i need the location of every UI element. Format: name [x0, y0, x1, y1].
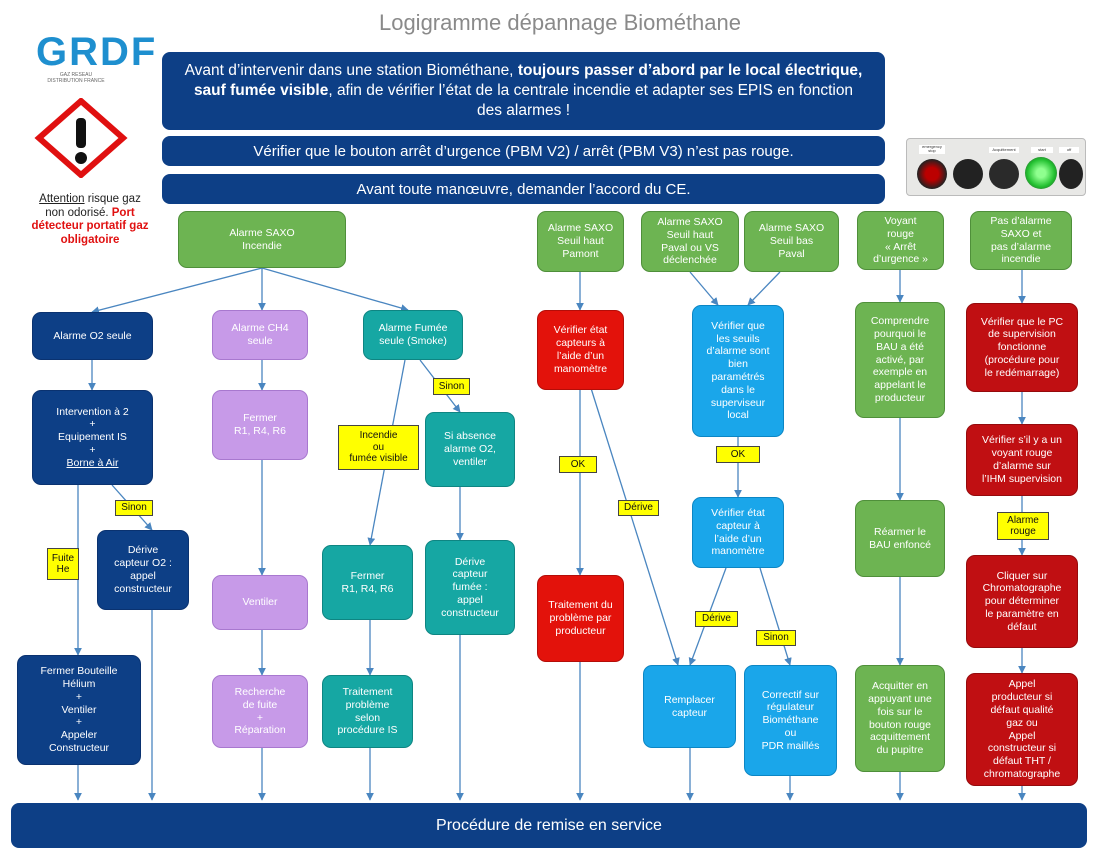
fermer-r1-ch4-node: Fermer R1, R4, R6 [212, 390, 308, 460]
label-ok-amont: OK [559, 456, 597, 473]
rearmer-bau-node: Réarmer le BAU enfoncé [855, 500, 945, 577]
warning-text: Attention risque gaz non odorisé. Port d… [30, 193, 150, 247]
voyant-arret-urgence-node: Voyant rouge « Arrêt d’urgence » [857, 211, 944, 270]
label-derive-paval: Dérive [695, 611, 738, 627]
pas-alarme-node: Pas d’alarme SAXO et pas d’alarme incend… [970, 211, 1072, 270]
verifier-pc-node: Vérifier que le PC de supervision foncti… [966, 303, 1078, 392]
intervention-node: Intervention à 2 + Equipement IS + Borne… [32, 390, 153, 485]
banner-remise-service: Procédure de remise en service [11, 803, 1087, 848]
verifier-voyant-node: Vérifier s’il y a un voyant rouge d’alar… [966, 424, 1078, 496]
panel-button-red [917, 159, 947, 189]
banner-intro: Avant d’intervenir dans une station Biom… [162, 52, 885, 130]
label-sinon-fumee: Sinon [433, 378, 470, 395]
remplacer-capteur-node: Remplacer capteur [643, 665, 736, 748]
borne-air-text: Borne à Air [66, 456, 119, 469]
warning-attention: Attention [39, 193, 85, 205]
warning-emphasis: Port détecteur portatif gaz obligatoire [31, 206, 149, 246]
alarm-ch4-node: Alarme CH4 seule [212, 310, 308, 360]
panel-button-green [1025, 157, 1057, 189]
verifier-capteurs-node: Vérifier état capteurs à l’aide d’un man… [537, 310, 624, 390]
panel-label-5: off [1059, 147, 1079, 153]
banner-agreement: Avant toute manœuvre, demander l’accord … [162, 174, 885, 204]
intervention-text: Intervention à 2 + Equipement IS + [56, 405, 129, 456]
si-absence-node: Si absence alarme O2, ventiler [425, 412, 515, 487]
alarm-saxo-incendie-node: Alarme SAXO Incendie [178, 211, 346, 268]
ventiler-node: Ventiler [212, 575, 308, 630]
fermer-r1-fumee-node: Fermer R1, R4, R6 [322, 545, 413, 620]
correctif-node: Correctif sur régulateur Biométhane ou P… [744, 665, 837, 776]
appel-producteur-node: Appel producteur si défaut qualité gaz o… [966, 673, 1078, 786]
alarm-seuil-amont-node: Alarme SAXO Seuil haut Pamont [537, 211, 624, 272]
derive-o2-node: Dérive capteur O2 : appel constructeur [97, 530, 189, 610]
warning-attention-rest: risque gaz non odorisé. [45, 193, 141, 219]
grdf-logo-subtitle: GAZ RESEAU DISTRIBUTION FRANCE [47, 72, 105, 84]
panel-label-4: start [1031, 147, 1053, 153]
label-incendie-visible: Incendie ou fumée visible [338, 425, 419, 470]
banner-intro-bold: toujours passer d’abord par le local éle… [193, 61, 863, 99]
panel-button-black-2 [989, 159, 1019, 189]
panel-button-black-3 [1059, 159, 1083, 189]
cliquer-chromatographe-node: Cliquer sur Chromatographe pour détermin… [966, 555, 1078, 648]
label-sinon-paval: Sinon [756, 630, 796, 646]
grdf-logo: GRDF GAZ RESEAU DISTRIBUTION FRANCE [36, 30, 158, 92]
page-title: Logigramme dépannage Biométhane [378, 10, 742, 35]
alarm-fumee-node: Alarme Fumée seule (Smoke) [363, 310, 463, 360]
fermer-bouteille-node: Fermer Bouteille Hélium + Ventiler + App… [17, 655, 141, 765]
alarm-o2-node: Alarme O2 seule [32, 312, 153, 360]
label-sinon-o2: Sinon [115, 500, 153, 516]
banner-button-check: Vérifier que le bouton arrêt d’urgence (… [162, 136, 885, 166]
label-fuite-he: Fuite He [47, 548, 79, 580]
verifier-capteur-node: Vérifier état capteur à l’aide d’un mano… [692, 497, 784, 568]
label-alarme-rouge: Alarme rouge [997, 512, 1049, 540]
traitement-is-node: Traitement problème selon procédure IS [322, 675, 413, 748]
hazard-warning-icon [34, 98, 128, 178]
recherche-fuite-node: Recherche de fuite + Réparation [212, 675, 308, 748]
derive-fumee-node: Dérive capteur fumée : appel constructeu… [425, 540, 515, 635]
banner-intro-post: , afin de vérifier l’état de la centrale… [328, 81, 854, 120]
grdf-logo-text: GRDF [36, 30, 158, 74]
comprendre-bau-node: Comprendre pourquoi le BAU a été activé,… [855, 302, 945, 418]
control-panel-photo: emergency stop Acquittement start off [906, 138, 1086, 196]
banner-intro-pre: Avant d’intervenir dans une station Biom… [184, 61, 518, 79]
alarm-seuil-bas-node: Alarme SAXO Seuil bas Paval [744, 211, 839, 272]
panel-label-3: Acquittement [989, 147, 1019, 153]
alarm-seuil-paval-node: Alarme SAXO Seuil haut Paval ou VS décle… [641, 211, 739, 272]
banner-intro-text: Avant d’intervenir dans une station Biom… [180, 61, 867, 121]
acquitter-node: Acquitter en appuyant une fois sur le bo… [855, 665, 945, 772]
panel-label-1: emergency stop [919, 145, 945, 154]
verifier-seuils-node: Vérifier que les seuils d’alarme sont bi… [692, 305, 784, 437]
label-derive-amont: Dérive [618, 500, 659, 516]
panel-button-black-1 [953, 159, 983, 189]
traitement-producteur-node: Traitement du problème par producteur [537, 575, 624, 662]
label-ok-paval: OK [716, 446, 760, 463]
